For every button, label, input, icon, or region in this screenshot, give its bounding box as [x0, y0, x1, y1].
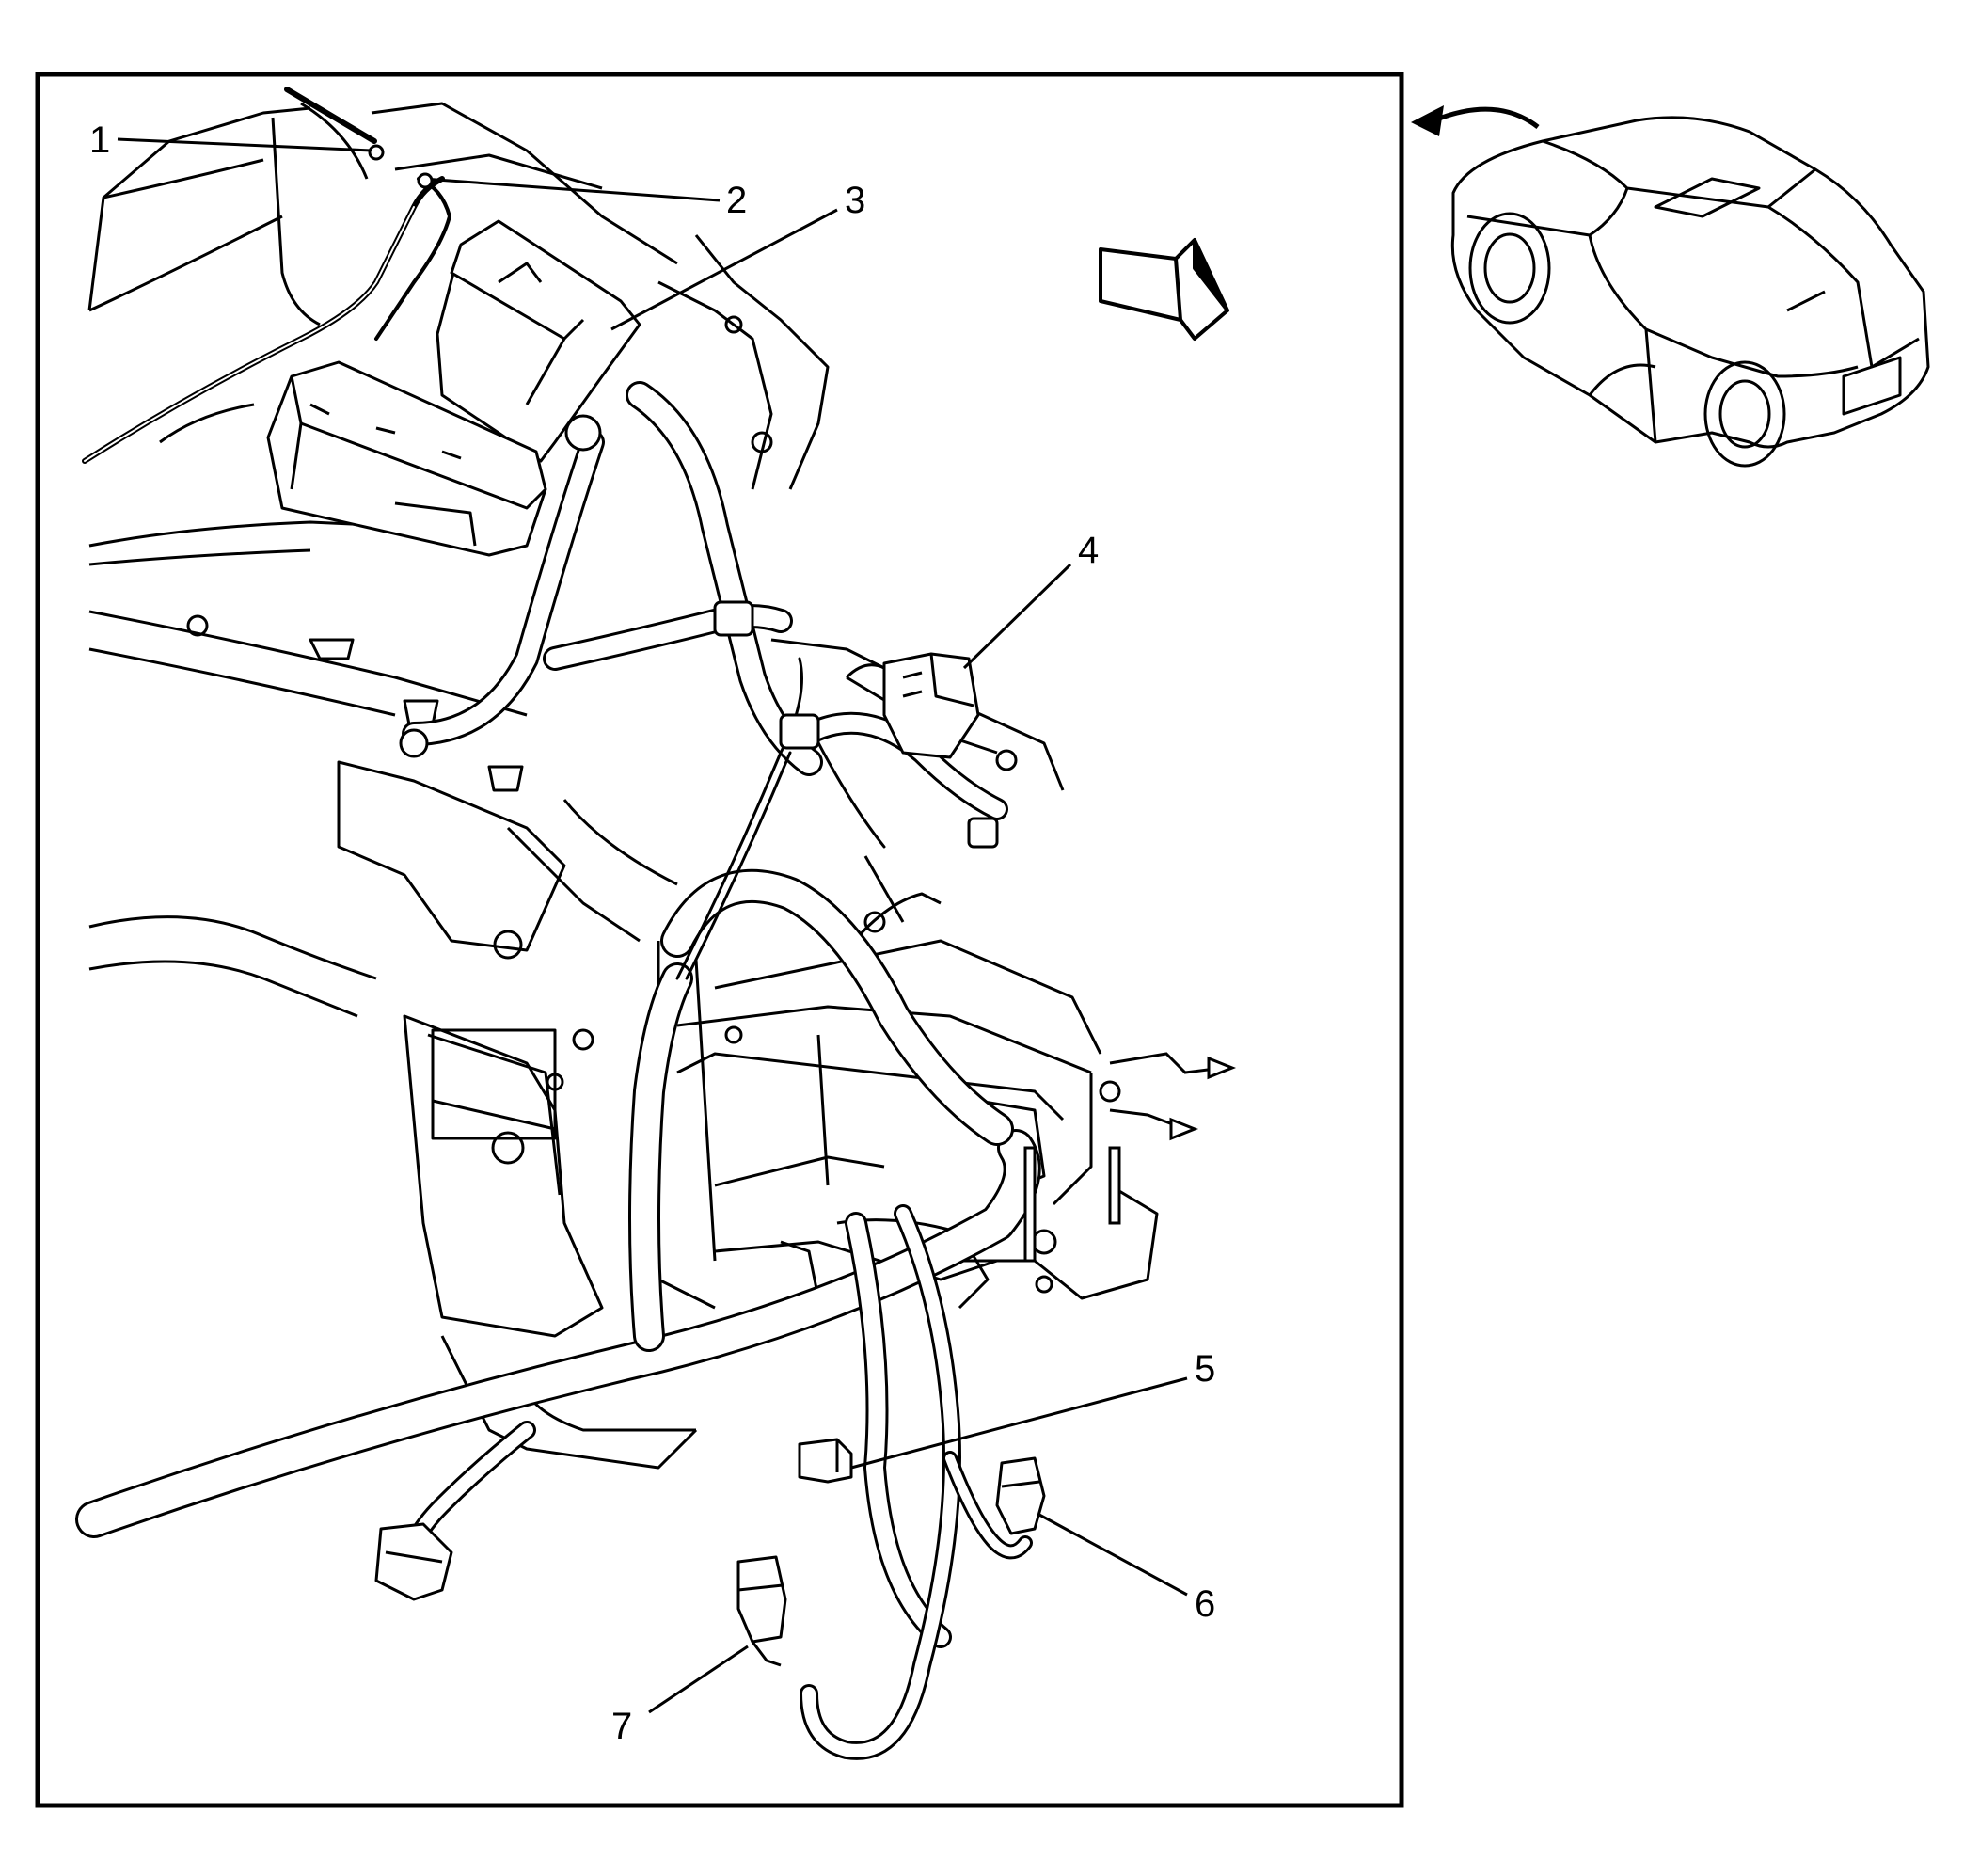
body-structure — [87, 102, 1159, 1470]
callout-2: 2 — [726, 180, 747, 221]
harness-clips — [399, 414, 999, 849]
direction-arrow-icon — [1099, 238, 1229, 341]
connector-7 — [736, 1555, 787, 1667]
curved-view-arrow-icon — [1411, 105, 1540, 136]
callout-5: 5 — [1195, 1348, 1215, 1390]
connector-5 — [798, 1438, 853, 1484]
electronic-module-large — [266, 360, 547, 557]
callout-4: 4 — [1078, 530, 1099, 571]
diagram-frame — [35, 72, 1404, 1808]
leader-dots — [368, 144, 434, 189]
vehicle-hatchback-icon — [1450, 116, 1930, 468]
mounting-studs — [1023, 1052, 1237, 1263]
callout-1: 1 — [89, 119, 110, 161]
connector-lower-left — [374, 1522, 453, 1601]
callout-6: 6 — [1195, 1583, 1215, 1625]
leader-lines — [117, 137, 1188, 1714]
callout-7: 7 — [611, 1706, 632, 1747]
wiring-harness — [75, 87, 1041, 1760]
callout-3: 3 — [845, 180, 865, 221]
connector-4 — [845, 652, 980, 759]
control-module — [436, 219, 641, 463]
connector-6 — [995, 1456, 1046, 1535]
